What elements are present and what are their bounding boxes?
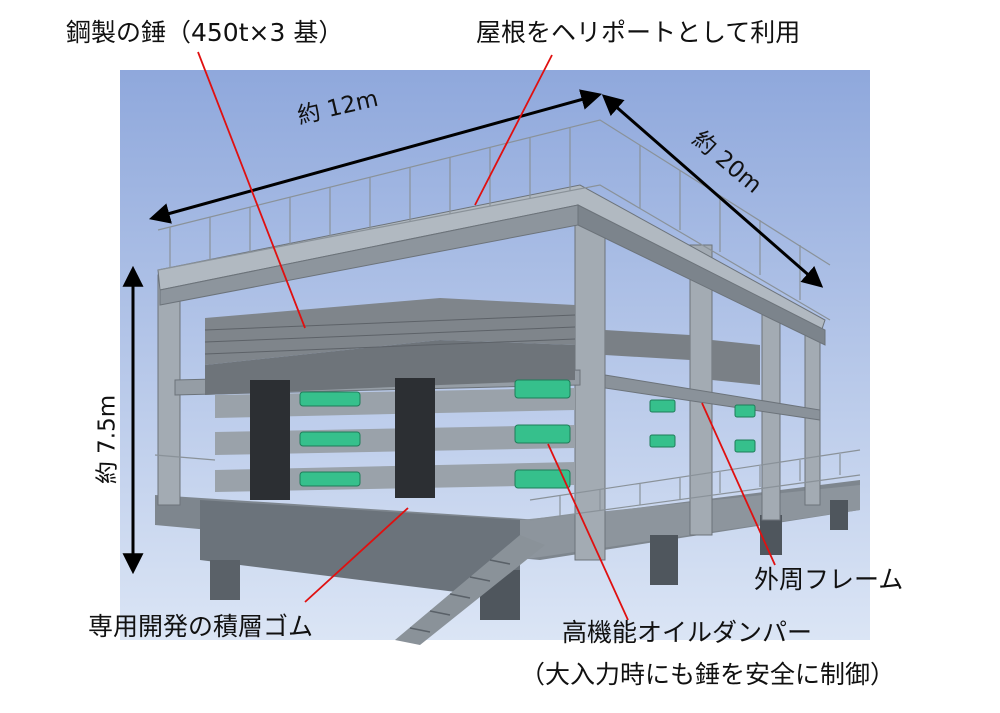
label-outer-frame: 外周フレーム: [754, 565, 904, 594]
label-steel-weights: 鋼製の錘（450t×3 基）: [66, 18, 344, 47]
leader-lines: [197, 51, 776, 621]
dimension-arrows: [122, 89, 824, 575]
dimension-height-label: 約 7.5m: [94, 394, 121, 485]
depth-arrow: [601, 94, 824, 288]
oil-dampers: [299, 379, 756, 489]
steel-weights: [204, 298, 760, 395]
label-oil-damper: 高機能オイルダンパー: [562, 618, 813, 647]
laminated-rubber-bearings: [250, 378, 435, 500]
leader-damper: [547, 443, 629, 621]
label-laminated-rubber: 専用開発の積層ゴム: [88, 612, 314, 641]
label-roof-heliport: 屋根をヘリポートとして利用: [476, 18, 801, 47]
leader-rubber: [304, 507, 409, 603]
leader-roof: [474, 54, 553, 206]
leader-frame: [701, 402, 776, 566]
leader-weights: [197, 51, 306, 329]
lower-railing: [154, 449, 861, 521]
label-oil-damper-note: （大入力時にも錘を安全に制御）: [520, 660, 896, 689]
width-arrow: [148, 89, 603, 224]
